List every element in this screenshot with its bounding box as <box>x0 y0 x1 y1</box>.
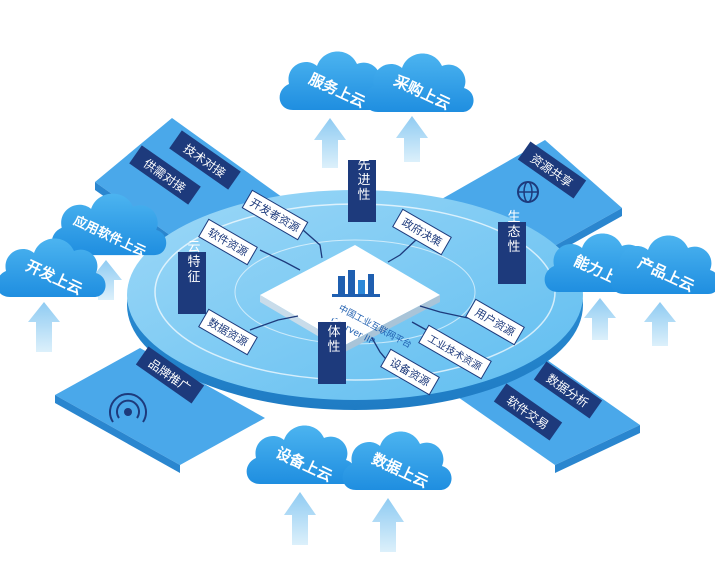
up-arrow-icon <box>584 298 616 340</box>
cloud-develop: 开发上云 <box>0 238 106 352</box>
cloud-product: 产品上云 <box>610 235 715 346</box>
up-arrow-icon <box>396 116 428 162</box>
cloud-purchase: 采购上云 <box>364 53 474 162</box>
feature-cloud-label: 云特征 <box>185 240 201 285</box>
feature-advanced: 先进性 <box>348 158 376 222</box>
feature-integrity: 整体性 <box>318 310 346 384</box>
feature-integrity-label: 整体性 <box>325 310 341 355</box>
central-platform-block: 中国工业互联网平台 Cserver IIP <box>260 245 440 352</box>
panel-bottom-left <box>55 348 265 473</box>
factory-icon <box>332 270 380 297</box>
signal-icon <box>109 393 147 423</box>
feature-ecological: 生态性 <box>498 210 526 284</box>
globe-icon <box>517 181 539 203</box>
feature-cloud: 云特征 <box>178 240 206 314</box>
up-arrow-icon <box>644 302 676 346</box>
tag-equipment-resource: 设备资源 <box>380 348 440 396</box>
feature-ecological-label: 生态性 <box>505 210 521 255</box>
cloud-device: 设备上云 <box>246 425 356 545</box>
up-arrow-icon <box>28 302 60 352</box>
up-arrow-icon <box>372 498 404 552</box>
feature-advanced-label: 先进性 <box>355 158 371 203</box>
up-arrow-icon <box>284 492 316 545</box>
cloud-data: 数据上云 <box>342 431 452 552</box>
up-arrow-icon <box>314 118 346 168</box>
cloud-service: 服务上云 <box>279 51 389 168</box>
